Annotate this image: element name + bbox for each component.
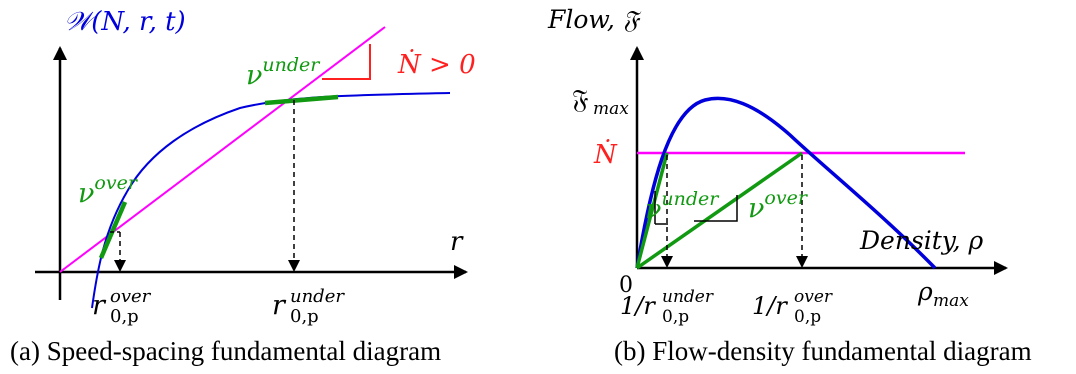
svg-text:max: max (933, 291, 969, 311)
svg-text:1/r: 1/r (620, 292, 656, 320)
panel-a-speed-spacing: 𝒲(N, r, t) r Ṅ > 0 νunder νover r over 0… (10, 7, 476, 366)
panel-b-nu-over-label: νover (748, 187, 809, 224)
svg-text:r: r (272, 290, 287, 321)
svg-text:over: over (110, 286, 152, 307)
panel-a-x-axis-label: r (450, 227, 464, 257)
svg-text:max: max (593, 99, 629, 119)
panel-a-condition-label: Ṅ > 0 (397, 48, 476, 80)
svg-text:0,p: 0,p (290, 306, 319, 327)
svg-text:𝔉: 𝔉 (572, 85, 588, 115)
panel-b-nu-under-label: νunder (645, 188, 720, 225)
svg-text:1/r: 1/r (752, 292, 788, 320)
panel-a-tangent-over (98, 201, 128, 259)
panel-b-slope-triangle-over (694, 195, 738, 222)
panel-a-y-axis-label: 𝒲(N, r, t) (64, 7, 186, 37)
panel-b-caption: (b) Flow-density fundamental diagram (614, 336, 1032, 366)
panel-b-tick-over: 1/r over 0,p (752, 287, 833, 327)
svg-text:0,p: 0,p (662, 307, 689, 327)
svg-text:r: r (92, 290, 107, 321)
panel-a-slope-triangle (322, 44, 371, 80)
panel-b-tick-under: 1/r under 0,p (620, 287, 714, 327)
panel-a-caption: (a) Speed-spacing fundamental diagram (10, 336, 441, 366)
panel-b-ray-over (635, 151, 804, 270)
panel-a-nu-over-label: νover (78, 172, 139, 209)
panel-b-ndot-label: Ṅ (593, 138, 618, 170)
panel-a-tangent-under (264, 94, 339, 106)
panel-b-x-axis-label: Density, ρ (859, 226, 984, 255)
svg-text:0,p: 0,p (794, 307, 821, 327)
panel-a-speed-curve (91, 92, 451, 309)
panel-a-nu-under-label: νunder (246, 54, 321, 91)
svg-text:ρ: ρ (917, 277, 933, 306)
panel-b-origin-label: 0 (619, 273, 633, 298)
svg-text:0,p: 0,p (110, 306, 139, 327)
panel-b-ray-under (635, 152, 669, 269)
svg-text:over: over (794, 287, 833, 307)
svg-text:under: under (662, 287, 714, 307)
panel-b-y-axis-label: Flow, 𝔉 (547, 5, 642, 34)
panel-b-flow-density: Flow, 𝔉 𝔉 max Ṅ Density, ρ 0 νunder νove… (547, 5, 1032, 366)
panel-b-f-max-label: 𝔉 max (572, 85, 629, 119)
svg-text:under: under (290, 286, 345, 307)
panel-a-tick-over: r over 0,p (92, 286, 152, 327)
panel-a-tick-under: r under 0,p (272, 286, 345, 327)
panel-b-flow-curve (635, 96, 937, 270)
panel-b-rho-max-label: ρ max (917, 277, 969, 311)
